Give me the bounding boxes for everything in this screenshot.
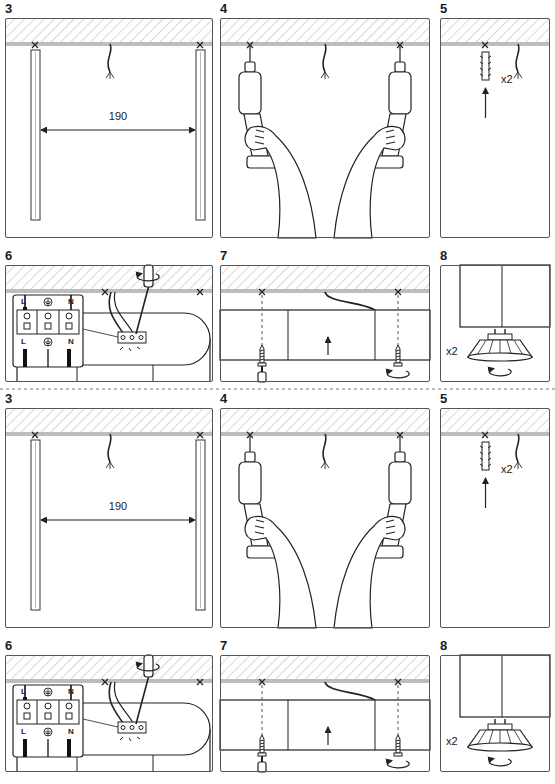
step-number: 8 bbox=[440, 639, 447, 652]
step-panel: 6LNLN bbox=[5, 265, 213, 382]
step-number: 4 bbox=[220, 2, 227, 15]
step-number: 8 bbox=[440, 249, 447, 262]
step-illustration bbox=[5, 655, 213, 772]
quantity-label: x2 bbox=[446, 736, 458, 747]
step-illustration bbox=[5, 18, 213, 220]
dimension-label: 190 bbox=[109, 501, 127, 512]
terminal-label: L bbox=[21, 298, 26, 306]
quantity-label: x2 bbox=[501, 74, 513, 85]
step-panel: 3190 bbox=[5, 18, 213, 238]
quantity-label: x2 bbox=[446, 346, 458, 357]
step-panel: 8x2 bbox=[440, 655, 550, 772]
instruction-copy bbox=[5, 408, 550, 772]
step-illustration bbox=[5, 265, 213, 382]
terminal-label: N bbox=[68, 338, 74, 346]
step-number: 5 bbox=[440, 392, 447, 405]
step-illustration bbox=[5, 408, 213, 610]
quantity-label: x2 bbox=[501, 464, 513, 475]
cut-line bbox=[0, 389, 555, 390]
step-illustration bbox=[220, 408, 430, 628]
step-illustration bbox=[220, 265, 430, 382]
step-panel: 4 bbox=[220, 408, 430, 628]
step-panel: 4 bbox=[220, 18, 430, 238]
instruction-copy bbox=[5, 18, 550, 382]
step-number: 7 bbox=[220, 639, 227, 652]
step-panel: 3190 bbox=[5, 408, 213, 628]
step-number: 4 bbox=[220, 392, 227, 405]
step-number: 3 bbox=[5, 392, 12, 405]
step-number: 7 bbox=[220, 249, 227, 262]
step-panel: 7 bbox=[220, 265, 430, 382]
dimension-label: 190 bbox=[109, 111, 127, 122]
step-panel: 5x2 bbox=[440, 408, 550, 628]
step-panel: 6LNLN bbox=[5, 655, 213, 772]
step-illustration bbox=[220, 18, 430, 238]
step-panel: 5x2 bbox=[440, 18, 550, 238]
step-number: 6 bbox=[5, 249, 12, 262]
step-illustration bbox=[440, 408, 550, 508]
step-illustration bbox=[220, 655, 430, 772]
step-number: 6 bbox=[5, 639, 12, 652]
terminal-label: L bbox=[21, 728, 26, 736]
terminal-label: N bbox=[68, 688, 74, 696]
terminal-label: L bbox=[21, 338, 26, 346]
step-illustration bbox=[460, 655, 550, 766]
step-number: 3 bbox=[5, 2, 12, 15]
terminal-label: L bbox=[21, 688, 26, 696]
step-number: 5 bbox=[440, 2, 447, 15]
step-illustration bbox=[460, 265, 550, 376]
step-panel: 8x2 bbox=[440, 265, 550, 382]
step-panel: 7 bbox=[220, 655, 430, 772]
step-illustration bbox=[440, 18, 550, 118]
terminal-label: N bbox=[68, 298, 74, 306]
terminal-label: N bbox=[68, 728, 74, 736]
